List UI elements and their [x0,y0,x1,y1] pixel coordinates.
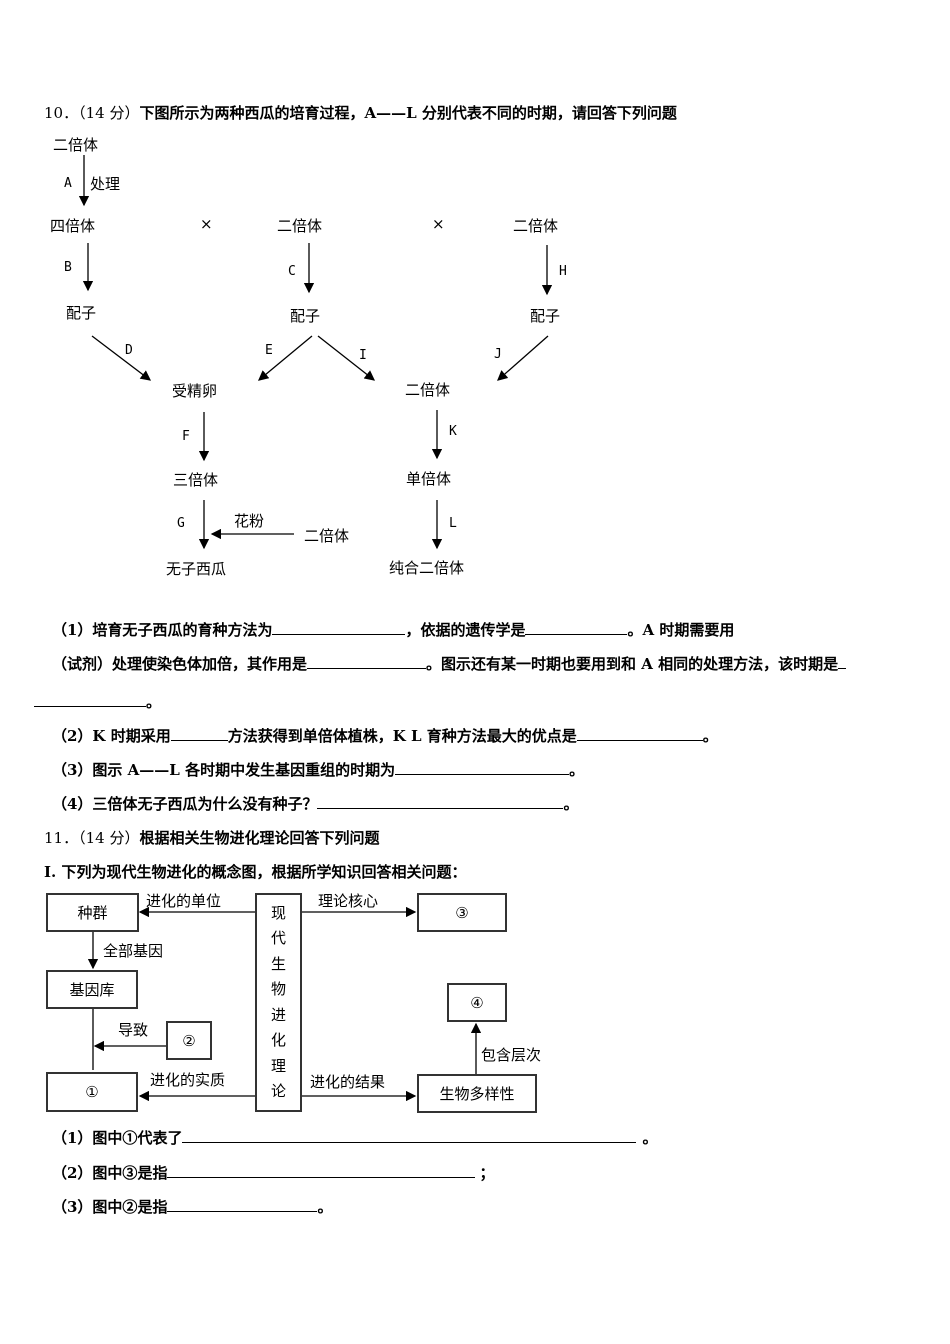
q10-part-2: （2）K 时期采用方法获得到单倍体植株，K L 育种方法最大的优点是。 [52,726,718,745]
answer-blank[interactable] [395,760,570,775]
node-gamete-1: 配子 [66,304,97,322]
label-e: E [265,343,273,358]
label-a: A [64,176,72,191]
node-seedless-watermelon: 无子西瓜 [166,560,227,578]
node-diploid-top: 二倍体 [53,136,99,154]
arrow-i [317,335,376,381]
box-gene-pool: 基因库 [46,970,138,1009]
answer-blank[interactable] [170,726,228,741]
box-species: 种群 [46,893,139,932]
breeding-diagram-arrows [78,155,553,550]
label-k: K [449,424,457,439]
label-a-treat: 处理 [90,175,121,193]
answer-blank[interactable] [838,654,847,669]
arrow-e [257,335,313,381]
node-diploid-mid: 二倍体 [277,217,323,235]
label-j: J [494,347,502,362]
question-score: （14 分） [78,829,140,847]
q11-part-1: （1）图中①代表了。 [52,1128,658,1147]
label-pollen: 花粉 [234,512,265,530]
label-g: G [177,516,185,531]
box-2: ② [166,1021,212,1060]
q11-sub-heading: I. 下列为现代生物进化的概念图，根据所学知识回答相关问题： [44,863,467,881]
edge-label-result: 进化的结果 [310,1073,386,1091]
answer-blank[interactable] [317,794,564,809]
edge-label-essence: 进化的实质 [150,1071,226,1089]
question-10-header: 10．（14 分）下图所示为两种西瓜的培育过程，A——L 分别代表不同的时期，请… [44,102,677,123]
node-tetraploid: 四倍体 [50,217,96,235]
question-stem: 根据相关生物进化理论回答下列问题 [139,829,380,847]
q10-part-4: （4）三倍体无子西瓜为什么没有种子？。 [52,794,579,813]
answer-blank[interactable] [34,692,146,707]
box-biodiversity: 生物多样性 [417,1074,537,1113]
question-number: 11． [44,829,79,847]
box-modern-evolution-theory: 现 代 生 物 进 化 理 论 [255,893,302,1112]
edge-label-unit: 进化的单位 [146,892,222,910]
label-d: D [125,343,133,358]
q11-part-3: （3）图中②是指。 [52,1197,333,1216]
q11-part-2: （2）图中③是指； [52,1163,495,1182]
cross-sign-1: × [200,215,213,233]
node-gamete-2: 配子 [290,307,321,325]
label-f: F [182,429,190,444]
q10-part-1-line-1: （1）培育无子西瓜的育种方法为，依据的遗传学是。A 时期需要用 [52,620,735,639]
question-number: 10． [44,104,79,122]
label-h: H [559,264,567,279]
label-l: L [449,516,457,531]
answer-blank[interactable] [307,654,427,669]
concept-map-arrows [87,906,482,1102]
question-stem: 下图所示为两种西瓜的培育过程，A——L 分别代表不同的时期，请回答下列问题 [139,104,677,122]
node-zygote: 受精卵 [172,382,218,400]
box-4: ④ [447,983,507,1022]
node-gamete-3: 配子 [530,307,561,325]
answer-blank[interactable] [167,1197,318,1212]
node-haploid: 单倍体 [406,470,452,488]
question-score: （14 分） [78,104,140,122]
answer-blank[interactable] [576,726,703,741]
answer-blank[interactable] [167,1163,476,1178]
label-b: B [64,260,72,275]
q10-part-1-line-3: 。 [34,691,161,712]
edge-label-levels: 包含层次 [481,1046,542,1064]
node-triploid: 三倍体 [173,471,219,489]
edge-label-core: 理论核心 [318,892,379,910]
answer-blank[interactable] [525,620,628,635]
label-i: I [359,348,367,363]
box-3: ③ [417,893,507,932]
cross-sign-2: × [432,215,445,233]
box-1: ① [46,1072,138,1112]
q10-part-1-line-2: （试剂）处理使染色体加倍，其作用是。图示还有某一时期也要用到和 A 相同的处理方… [52,653,847,674]
edge-label-cause: 导致 [118,1021,149,1039]
node-pollen-diploid: 二倍体 [304,527,350,545]
node-diploid-k: 二倍体 [405,381,451,399]
q10-part-3: （3）图示 A——L 各时期中发生基因重组的时期为。 [52,760,585,779]
answer-blank[interactable] [272,620,406,635]
arrow-d [91,335,152,381]
arrow-j [497,335,549,381]
label-c: C [288,264,296,279]
edge-label-all-genes: 全部基因 [103,942,164,960]
question-11-header: 11．（14 分）根据相关生物进化理论回答下列问题 [44,827,379,848]
node-pure-diploid: 纯合二倍体 [389,559,465,577]
node-diploid-right: 二倍体 [513,217,559,235]
answer-blank[interactable] [182,1128,637,1143]
